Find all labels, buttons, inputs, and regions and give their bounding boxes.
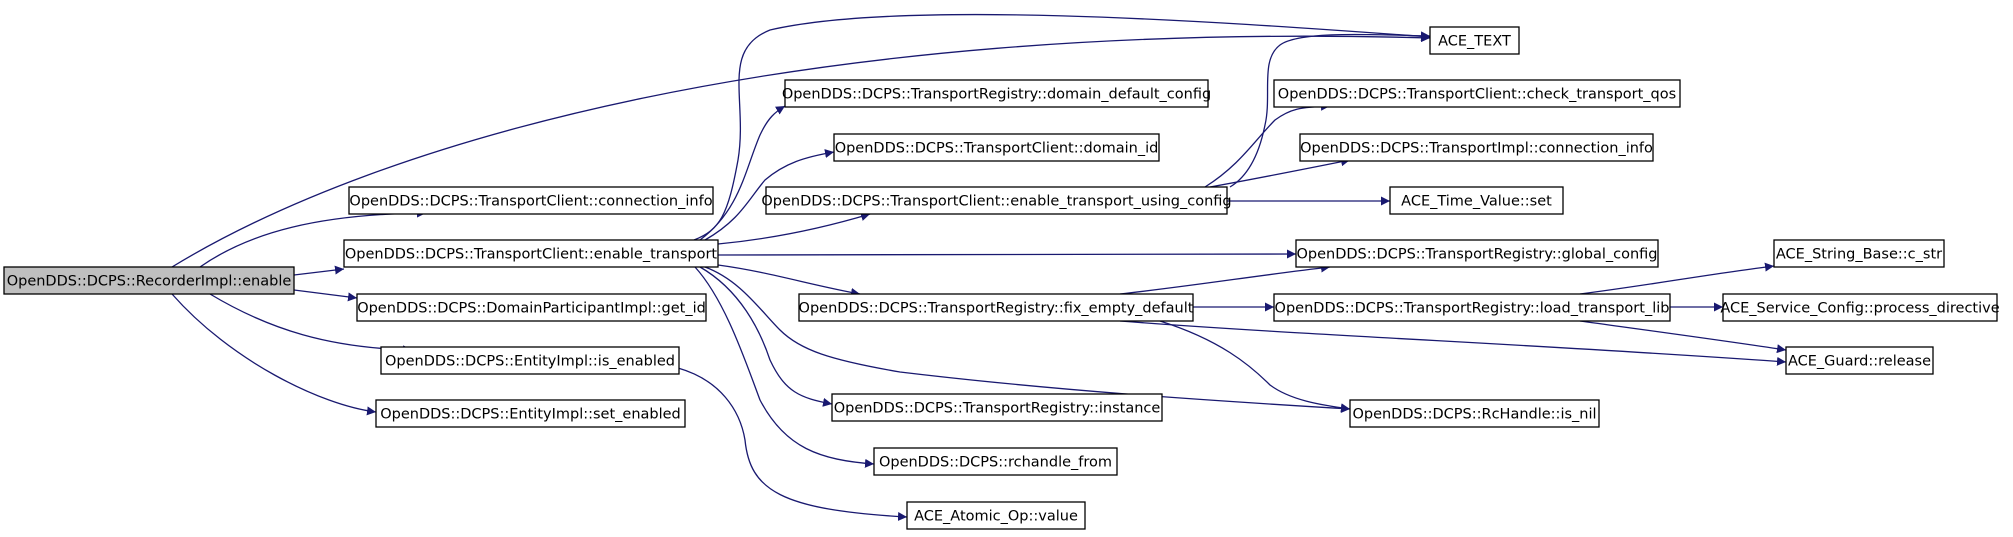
node-box [765,186,1228,215]
node-tr-domain-default-config[interactable]: OpenDDS::DCPS::TransportRegistry::domain… [782,79,1211,108]
node-tc-enable-transport[interactable]: OpenDDS::DCPS::TransportClient::enable_t… [343,239,719,268]
node-ti-connection-info[interactable]: OpenDDS::DCPS::TransportImpl::connection… [1299,133,1654,162]
node-ace-text[interactable]: ACE_TEXT [1429,26,1520,55]
node-tr-load-transport-lib[interactable]: OpenDDS::DCPS::TransportRegistry::load_t… [1273,293,1671,322]
node-tc-enable-transport-using-config[interactable]: OpenDDS::DCPS::TransportClient::enable_t… [761,186,1232,215]
node-label: ACE_Service_Config::process_directive [1720,301,1999,317]
edge-tc_enable_transport-to-tc_domain_id [704,149,835,241]
edge-tc_enable_transport_using_config-to-ace_text [1229,31,1431,188]
node-box [1349,399,1600,428]
node-label: OpenDDS::DCPS::TransportClient::enable_t… [761,194,1231,210]
edge-tc_enable_transport_using_config-to-tc_check_transport_qos [1204,101,1331,188]
node-tr-global-config[interactable]: OpenDDS::DCPS::TransportRegistry::global… [1295,239,1659,268]
node-box [380,346,680,375]
node-tc-domain-id[interactable]: OpenDDS::DCPS::TransportClient::domain_i… [833,133,1160,162]
node-box [375,399,686,428]
node-box [1389,186,1564,215]
edge-tr_fix_empty_default-to-rc_is_nil [1159,320,1351,413]
node-ei-is-enabled[interactable]: OpenDDS::DCPS::EntityImpl::is_enabled [380,346,680,375]
edge-tc_enable_transport-to-tc_enable_transport_using_config [717,212,871,245]
edge-tc_enable_transport-to-rchandle_from [694,266,875,468]
node-box [906,501,1086,530]
node-rc-is-nil[interactable]: OpenDDS::DCPS::RcHandle::is_nil [1349,399,1600,428]
edge-tr_load_transport_lib-to-guard_release [1579,320,1787,354]
node-box [1299,133,1654,162]
node-guard-release[interactable]: ACE_Guard::release [1785,346,1934,375]
edge-recorder_enable-to-dpi_get_id [293,289,358,302]
node-box [1429,26,1520,55]
node-recorder-enable[interactable]: OpenDDS::DCPS::RecorderImpl::enable [3,266,295,295]
node-dpi-get-id[interactable]: OpenDDS::DCPS::DomainParticipantImpl::ge… [356,293,707,322]
node-label: ACE_String_Base::c_str [1776,247,1942,263]
node-box [356,293,707,322]
edge-tc_enable_transport-to-tr_instance [699,266,833,407]
edge-tc_enable_transport-to-tr_domain_default_config [699,105,786,241]
edges-layer [171,13,1787,521]
node-tr-instance[interactable]: OpenDDS::DCPS::TransportRegistry::instan… [831,393,1163,422]
node-box [833,133,1160,162]
edge-tc_enable_transport-to-ace_text [693,13,1431,241]
node-label: OpenDDS::DCPS::rchandle_from [879,455,1112,471]
node-label: ACE_Atomic_Op::value [914,509,1078,525]
node-box [1273,293,1671,322]
node-label: OpenDDS::DCPS::TransportClient::connecti… [349,194,712,210]
edge-recorder_enable-to-ace_text [171,33,1431,268]
edge-recorder_enable-to-ei_set_enabled [171,293,377,416]
node-tr-fix-empty-default[interactable]: OpenDDS::DCPS::TransportRegistry::fix_em… [798,293,1194,322]
node-tc-check-transport-qos[interactable]: OpenDDS::DCPS::TransportClient::check_tr… [1273,79,1681,108]
node-string-base-c-str[interactable]: ACE_String_Base::c_str [1773,239,1945,268]
node-label: OpenDDS::DCPS::TransportRegistry::global… [1297,247,1658,263]
node-box [873,447,1118,476]
node-rchandle-from[interactable]: OpenDDS::DCPS::rchandle_from [873,447,1118,476]
edge-tr_load_transport_lib-to-string_base_c_str [1579,262,1775,295]
node-label: OpenDDS::DCPS::TransportRegistry::load_t… [1275,301,1670,317]
edge-ei_is_enabled-to-atomic_value [677,367,908,521]
node-box [348,186,714,215]
node-label: ACE_Guard::release [1788,354,1931,370]
node-box [343,239,719,268]
node-label: OpenDDS::DCPS::TransportClient::check_tr… [1278,87,1676,103]
node-box [831,393,1163,422]
node-label: OpenDDS::DCPS::TransportClient::domain_i… [835,141,1159,157]
node-box [784,79,1209,108]
node-label: OpenDDS::DCPS::TransportRegistry::fix_em… [799,301,1194,317]
node-label: OpenDDS::DCPS::RcHandle::is_nil [1352,407,1596,423]
node-box [1295,239,1659,268]
node-label: OpenDDS::DCPS::EntityImpl::set_enabled [380,407,681,423]
node-time-value-set[interactable]: ACE_Time_Value::set [1389,186,1564,215]
edge-tr_fix_empty_default-to-guard_release [1119,320,1787,366]
edge-tc_enable_transport-to-rc_is_nil [704,266,1351,413]
node-label: OpenDDS::DCPS::EntityImpl::is_enabled [385,354,675,370]
node-label: OpenDDS::DCPS::TransportImpl::connection… [1300,141,1653,157]
node-service-config-process-directive[interactable]: ACE_Service_Config::process_directive [1720,293,2000,322]
node-label: OpenDDS::DCPS::TransportClient::enable_t… [345,247,718,263]
node-box [1785,346,1934,375]
edge-tc_enable_transport_using_config-to-ti_connection_info [1209,157,1351,188]
node-box [1273,79,1681,108]
node-atomic-value[interactable]: ACE_Atomic_Op::value [906,501,1086,530]
node-label: OpenDDS::DCPS::RecorderImpl::enable [7,274,292,290]
node-ei-set-enabled[interactable]: OpenDDS::DCPS::EntityImpl::set_enabled [375,399,686,428]
node-label: OpenDDS::DCPS::TransportRegistry::domain… [782,87,1211,103]
node-box [1722,293,1998,322]
edge-recorder_enable-to-tc_enable_transport [293,265,345,276]
edge-tc_enable_transport-to-tr_global_config [717,249,1297,259]
edge-tc_enable_transport-to-tr_fix_empty_default [717,264,861,297]
node-label: ACE_TEXT [1438,34,1511,50]
nodes-layer: OpenDDS::DCPS::RecorderImpl::enable ACE_T… [3,26,2000,530]
node-label: ACE_Time_Value::set [1401,194,1552,210]
node-box [798,293,1194,322]
node-box [3,266,295,295]
node-label: OpenDDS::DCPS::TransportRegistry::instan… [834,401,1161,417]
node-label: OpenDDS::DCPS::DomainParticipantImpl::ge… [357,301,706,317]
node-tc-connection-info[interactable]: OpenDDS::DCPS::TransportClient::connecti… [348,186,714,215]
node-box [1773,239,1945,268]
edge-tr_fix_empty_default-to-tr_global_config [1119,263,1331,295]
